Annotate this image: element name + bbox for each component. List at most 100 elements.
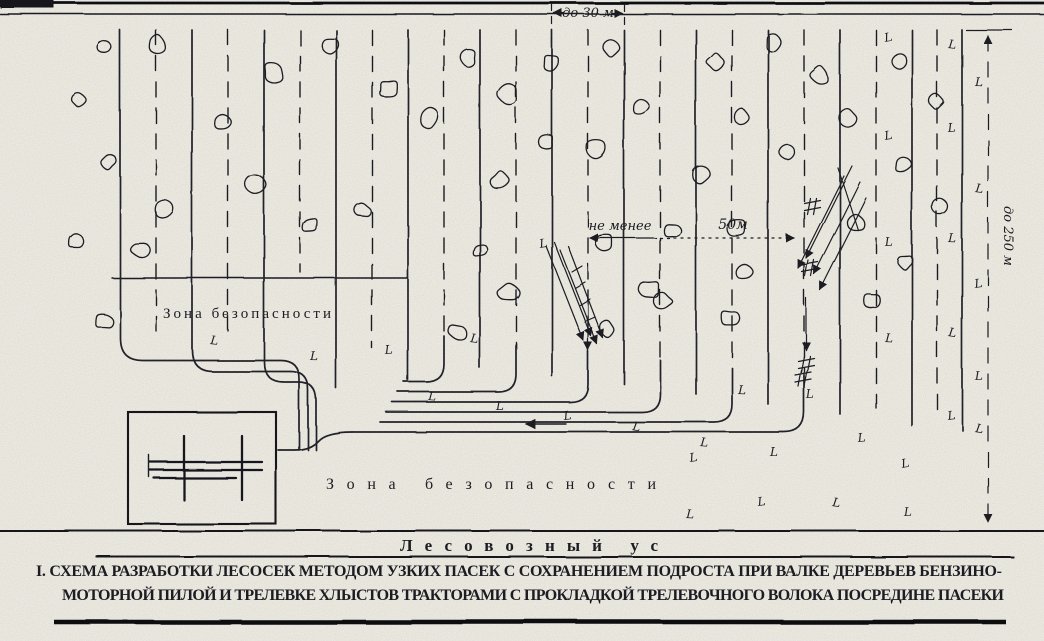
undergrowth-l-mark: L	[537, 236, 548, 251]
strip-boundary-lines	[335, 29, 963, 431]
felled-tree-line	[819, 197, 867, 291]
min-distance-label: не менее	[589, 219, 652, 234]
skid-trail-elbow	[403, 335, 445, 383]
undergrowth-l-mark: L	[903, 505, 912, 519]
safety-zone-upper-label: Зона безопасности	[163, 306, 331, 322]
undergrowth-l-mark: L	[309, 349, 318, 363]
undergrowth-l-mark: L	[947, 231, 956, 245]
tree-blob	[154, 199, 174, 219]
undergrowth-l-mark: L	[974, 421, 985, 436]
felled-tree-line	[797, 175, 845, 269]
caption-line-2: МОТОРНОЙ ПИЛОЙ И ТРЕЛЕВКЕ ХЛЫСТОВ ТРАКТО…	[62, 585, 1005, 604]
undergrowth-l-mark: L	[831, 495, 842, 510]
felled-tree-line	[559, 249, 599, 345]
undergrowth-l-mark: L	[685, 507, 695, 521]
undergrowth-l-mark: L	[883, 235, 893, 249]
tree-blob	[638, 281, 660, 299]
tree-blob	[890, 52, 907, 70]
tree-blob	[863, 293, 881, 309]
tree-blob	[447, 324, 468, 341]
tree-blob	[928, 93, 945, 110]
tree-blob	[543, 54, 559, 72]
haul-road-label: Лесовозный ус	[400, 536, 658, 555]
felled-tree-line	[813, 181, 861, 275]
tree-blob	[895, 156, 913, 173]
undergrowth-l-mark: L	[972, 276, 983, 291]
undergrowth-l-mark: L	[947, 325, 958, 340]
undergrowth-l-mark: L	[882, 30, 893, 45]
dimension-top-label: до 30 м	[562, 6, 614, 21]
skid-trail-centerlines	[155, 29, 938, 416]
safety-zone-lower-label: Зона безопасности	[326, 476, 656, 493]
strip-line-curved	[191, 29, 309, 451]
undergrowth-l-mark: L	[856, 430, 866, 445]
tree-blob	[720, 310, 741, 326]
skid-trail-elbow	[379, 367, 733, 423]
hub-connector-line	[277, 431, 353, 451]
tree-blob	[379, 79, 398, 98]
undergrowth-l-mark: L	[469, 331, 480, 346]
undergrowth-l-mark: L	[884, 331, 894, 345]
skid-trail-elbow	[391, 351, 589, 403]
undergrowth-l-mark: L	[630, 419, 641, 434]
felled-tree-line	[805, 165, 853, 259]
undergrowth-l-mark: L	[974, 181, 985, 196]
tree-blob	[846, 213, 865, 231]
undergrowth-l-mark: L	[947, 37, 957, 52]
tree-blob	[726, 219, 746, 237]
tree-blob	[705, 52, 726, 72]
tree-blob	[353, 202, 372, 217]
tree-blob	[632, 98, 651, 115]
undergrowth-l-mark: L	[946, 408, 957, 423]
felled-tree-line	[553, 241, 593, 337]
undergrowth-clumps	[68, 32, 949, 341]
undergrowth-l-mark: L	[687, 450, 698, 465]
scan-blotch	[0, 0, 54, 8]
diagram-labels: до 30 м до 250 м не менее 50м Зона безоп…	[36, 6, 1015, 604]
tree-blob	[663, 223, 682, 237]
tree-blob	[94, 313, 114, 328]
tree-blob	[838, 107, 858, 128]
undergrowth-l-mark: L	[974, 369, 983, 383]
tree-blob	[585, 139, 607, 160]
log-pile-logs	[148, 460, 264, 480]
tree-blob	[765, 32, 782, 52]
branch-tick-marks	[571, 265, 596, 323]
undergrowth-l-mark: L	[899, 456, 910, 471]
undergrowth-l-mark: L	[946, 120, 956, 135]
tree-blob	[489, 170, 510, 189]
undergrowth-l-mark: L	[974, 75, 983, 89]
tree-blob	[496, 282, 521, 301]
undergrowth-l-mark: L	[699, 435, 709, 450]
felled-tree-line	[837, 167, 859, 231]
log-pile-stakes	[182, 434, 244, 502]
tree-blob	[537, 134, 554, 150]
undergrowth-l-mark: L	[427, 389, 437, 404]
undergrowth-l-mark: L	[495, 399, 504, 413]
tree-blob	[68, 233, 85, 249]
tree-blob	[809, 65, 829, 85]
undergrowth-l-mark: L	[756, 494, 767, 509]
tree-blob	[601, 38, 620, 58]
tree-blob	[320, 37, 339, 55]
tree-blob	[460, 48, 476, 68]
caption-line-1: I. СХЕМА РАЗРАБОТКИ ЛЕСОСЕК МЕТОДОМ УЗКИ…	[36, 563, 1002, 580]
tree-blob	[302, 218, 318, 233]
tree-blob	[594, 234, 613, 252]
tree-blob	[735, 263, 754, 280]
undergrowth-l-mark: L	[383, 342, 393, 357]
tree-blob	[214, 113, 232, 130]
tree-blob	[420, 106, 439, 130]
distance-50m-label: 50м	[718, 217, 747, 233]
tree-blob	[96, 40, 113, 54]
tree-blob	[244, 174, 268, 195]
main-skid-collector-line	[351, 375, 805, 433]
skid-trail-elbow	[385, 359, 661, 413]
felled-tree-line	[567, 245, 605, 339]
tree-blob	[496, 83, 518, 106]
dimension-right-label: до 250 м	[1000, 206, 1015, 266]
tree-blob	[149, 34, 167, 55]
